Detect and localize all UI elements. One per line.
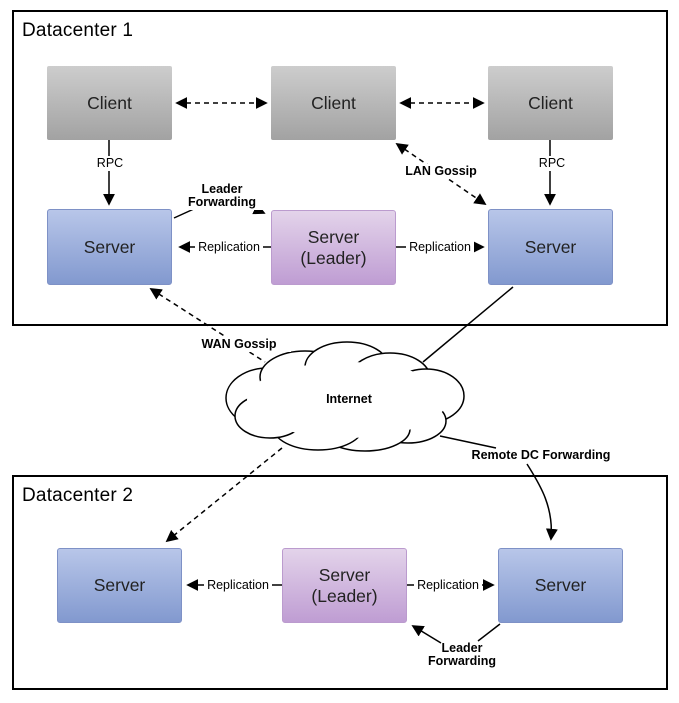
remote-dc-forwarding-line-upper: [422, 286, 514, 363]
dc2-server-leader: Server (Leader): [282, 548, 407, 623]
dc2-server-left: Server: [57, 548, 182, 623]
rpc-label-right: RPC: [528, 156, 576, 171]
dc1-server-leader-label: Server (Leader): [300, 227, 366, 269]
remote-dc-forwarding-line-lower: [439, 435, 497, 449]
dc1-client-2-label: Client: [311, 92, 356, 113]
dc1-server-left-label: Server: [83, 236, 136, 257]
internet-label: Internet: [326, 392, 372, 406]
dc1-server-right: Server: [488, 209, 613, 285]
leader-forwarding-label-dc2: Leader Forwarding: [427, 641, 497, 668]
dc1-client-1-label: Client: [87, 92, 132, 113]
lan-gossip-label: LAN Gossip: [389, 164, 493, 179]
rpc-label-left: RPC: [86, 156, 134, 171]
dc1-leader-line1: Server: [307, 226, 360, 247]
leader-forwarding-dc2-line: [477, 623, 501, 642]
internet-cloud: [225, 341, 465, 452]
dc1-client-1: Client: [47, 66, 172, 140]
dc1-client-2: Client: [271, 66, 396, 140]
leader-forwarding-label-dc1: Leader Forwarding: [180, 182, 264, 210]
dc2-leader-line2: (Leader): [311, 585, 378, 606]
dc1-client-3-label: Client: [528, 92, 573, 113]
dc2-server-left-label: Server: [93, 575, 146, 595]
replication-label-dc1-right: Replication: [406, 240, 474, 255]
wan-gossip-arrow-lower: [165, 447, 283, 543]
remote-dc-forwarding-label: Remote DC Forwarding: [471, 448, 611, 462]
datacenter2-title: Datacenter 2: [22, 485, 134, 506]
wan-gossip-label: WAN Gossip: [187, 337, 291, 352]
dc2-server-right-label: Server: [534, 575, 587, 595]
remote-dc-forwarding-curved-arrow: [526, 463, 558, 541]
dc1-client-3: Client: [488, 66, 613, 140]
datacenter1-frame: [12, 10, 668, 326]
dc2-leader-line1: Server: [318, 564, 371, 585]
dc1-leader-line2: (Leader): [300, 247, 367, 268]
replication-label-dc2-left: Replication: [204, 578, 272, 593]
datacenter2-frame: [12, 475, 668, 690]
dc2-server-right: Server: [498, 548, 623, 623]
replication-label-dc1-left: Replication: [195, 240, 263, 255]
leader-forwarding-dc2-arrow: [411, 625, 442, 644]
dc1-server-leader: Server (Leader): [271, 210, 396, 285]
replication-label-dc2-right: Replication: [414, 578, 482, 593]
dc1-server-left: Server: [47, 209, 172, 285]
dc2-server-leader-label: Server (Leader): [311, 565, 377, 607]
dc1-server-right-label: Server: [524, 236, 577, 257]
datacenter1-title: Datacenter 1: [22, 20, 134, 41]
